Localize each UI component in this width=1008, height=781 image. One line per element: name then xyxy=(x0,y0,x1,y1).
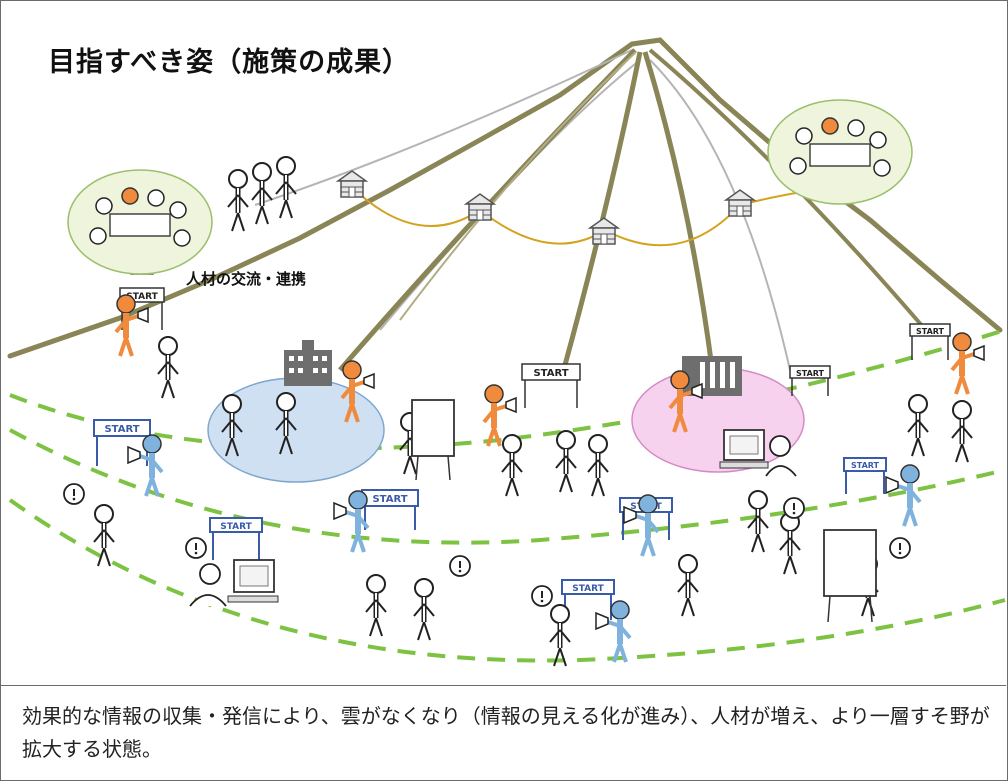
house-icon xyxy=(725,189,755,217)
svg-text:START: START xyxy=(572,584,604,594)
summit-trail xyxy=(642,51,715,369)
house-icon xyxy=(465,193,495,221)
start-sign: START xyxy=(209,517,263,560)
school-building-icon xyxy=(284,340,332,386)
summit-trail xyxy=(399,51,637,321)
page-title: 目指すべき姿（施策の成果） xyxy=(48,47,411,78)
svg-text:START: START xyxy=(533,368,568,379)
exclamation-bubble-icon xyxy=(449,555,471,577)
blue-megaphone-person xyxy=(596,601,630,662)
person xyxy=(908,395,928,456)
exclamation-bubble-icon xyxy=(63,483,85,505)
svg-text:START: START xyxy=(851,461,880,470)
start-sign: START xyxy=(361,489,419,530)
climbing-person xyxy=(276,157,296,218)
exclamation-bubble-icon xyxy=(531,585,553,607)
contour-dashed-3 xyxy=(8,498,1006,663)
whiteboard-icon xyxy=(823,529,877,623)
summit-trail xyxy=(648,48,932,337)
start-sign: START xyxy=(521,363,581,408)
start-sign: START xyxy=(909,323,951,360)
headset-person-head xyxy=(769,435,791,457)
exclamation-bubble-icon xyxy=(889,537,911,559)
climbing-person xyxy=(228,170,248,231)
computer-icon xyxy=(719,429,769,469)
exclamation-bubble-icon xyxy=(185,537,207,559)
person xyxy=(414,579,434,640)
person xyxy=(588,435,608,496)
start-sign-label: START xyxy=(126,292,158,302)
headset-person-head xyxy=(199,563,221,585)
svg-text:START: START xyxy=(220,522,252,532)
mountain-ridge xyxy=(7,37,1003,359)
orange-megaphone-person xyxy=(116,295,148,356)
person xyxy=(550,605,570,666)
contour-dashed-2 xyxy=(9,428,1006,545)
person xyxy=(952,401,972,462)
mountain-inner-line xyxy=(649,59,791,371)
person xyxy=(94,505,114,566)
mountain-inner-line xyxy=(254,49,633,206)
office-building-icon xyxy=(682,356,742,396)
mountain-inner-line xyxy=(379,59,641,331)
climbing-person xyxy=(252,163,272,224)
exchange-label: 人材の交流・連携 xyxy=(186,270,307,288)
svg-text:START: START xyxy=(796,369,825,378)
person xyxy=(502,435,522,496)
svg-text:START: START xyxy=(916,327,945,336)
svg-text:START: START xyxy=(104,424,139,435)
orange-megaphone-person xyxy=(952,333,984,394)
exclamation-bubble-icon xyxy=(783,497,805,519)
start-sign: START xyxy=(93,419,151,466)
start-sign: START xyxy=(789,365,831,396)
svg-text:START: START xyxy=(372,494,407,505)
summit-trail xyxy=(562,51,643,366)
caption-box: 効果的な情報の収集・発信により、雲がなくなり（情報の見える化が進み）、人材が増え… xyxy=(0,685,1006,780)
computer-icon xyxy=(227,559,279,603)
meeting-group-right xyxy=(767,99,913,205)
whiteboard-icon xyxy=(411,399,455,481)
person xyxy=(366,575,386,636)
mountain-illustration: START START START START START START STAR… xyxy=(7,37,1006,685)
person xyxy=(158,337,178,398)
meeting-group-left xyxy=(67,169,213,275)
caption-text: 効果的な情報の収集・発信により、雲がなくなり（情報の見える化が進み）、人材が増え… xyxy=(22,704,990,761)
blue-megaphone-person xyxy=(334,491,368,552)
person xyxy=(748,491,768,552)
start-sign: START xyxy=(843,457,887,494)
person xyxy=(780,513,800,574)
person xyxy=(678,555,698,616)
person xyxy=(556,431,576,492)
house-icon xyxy=(589,217,619,245)
